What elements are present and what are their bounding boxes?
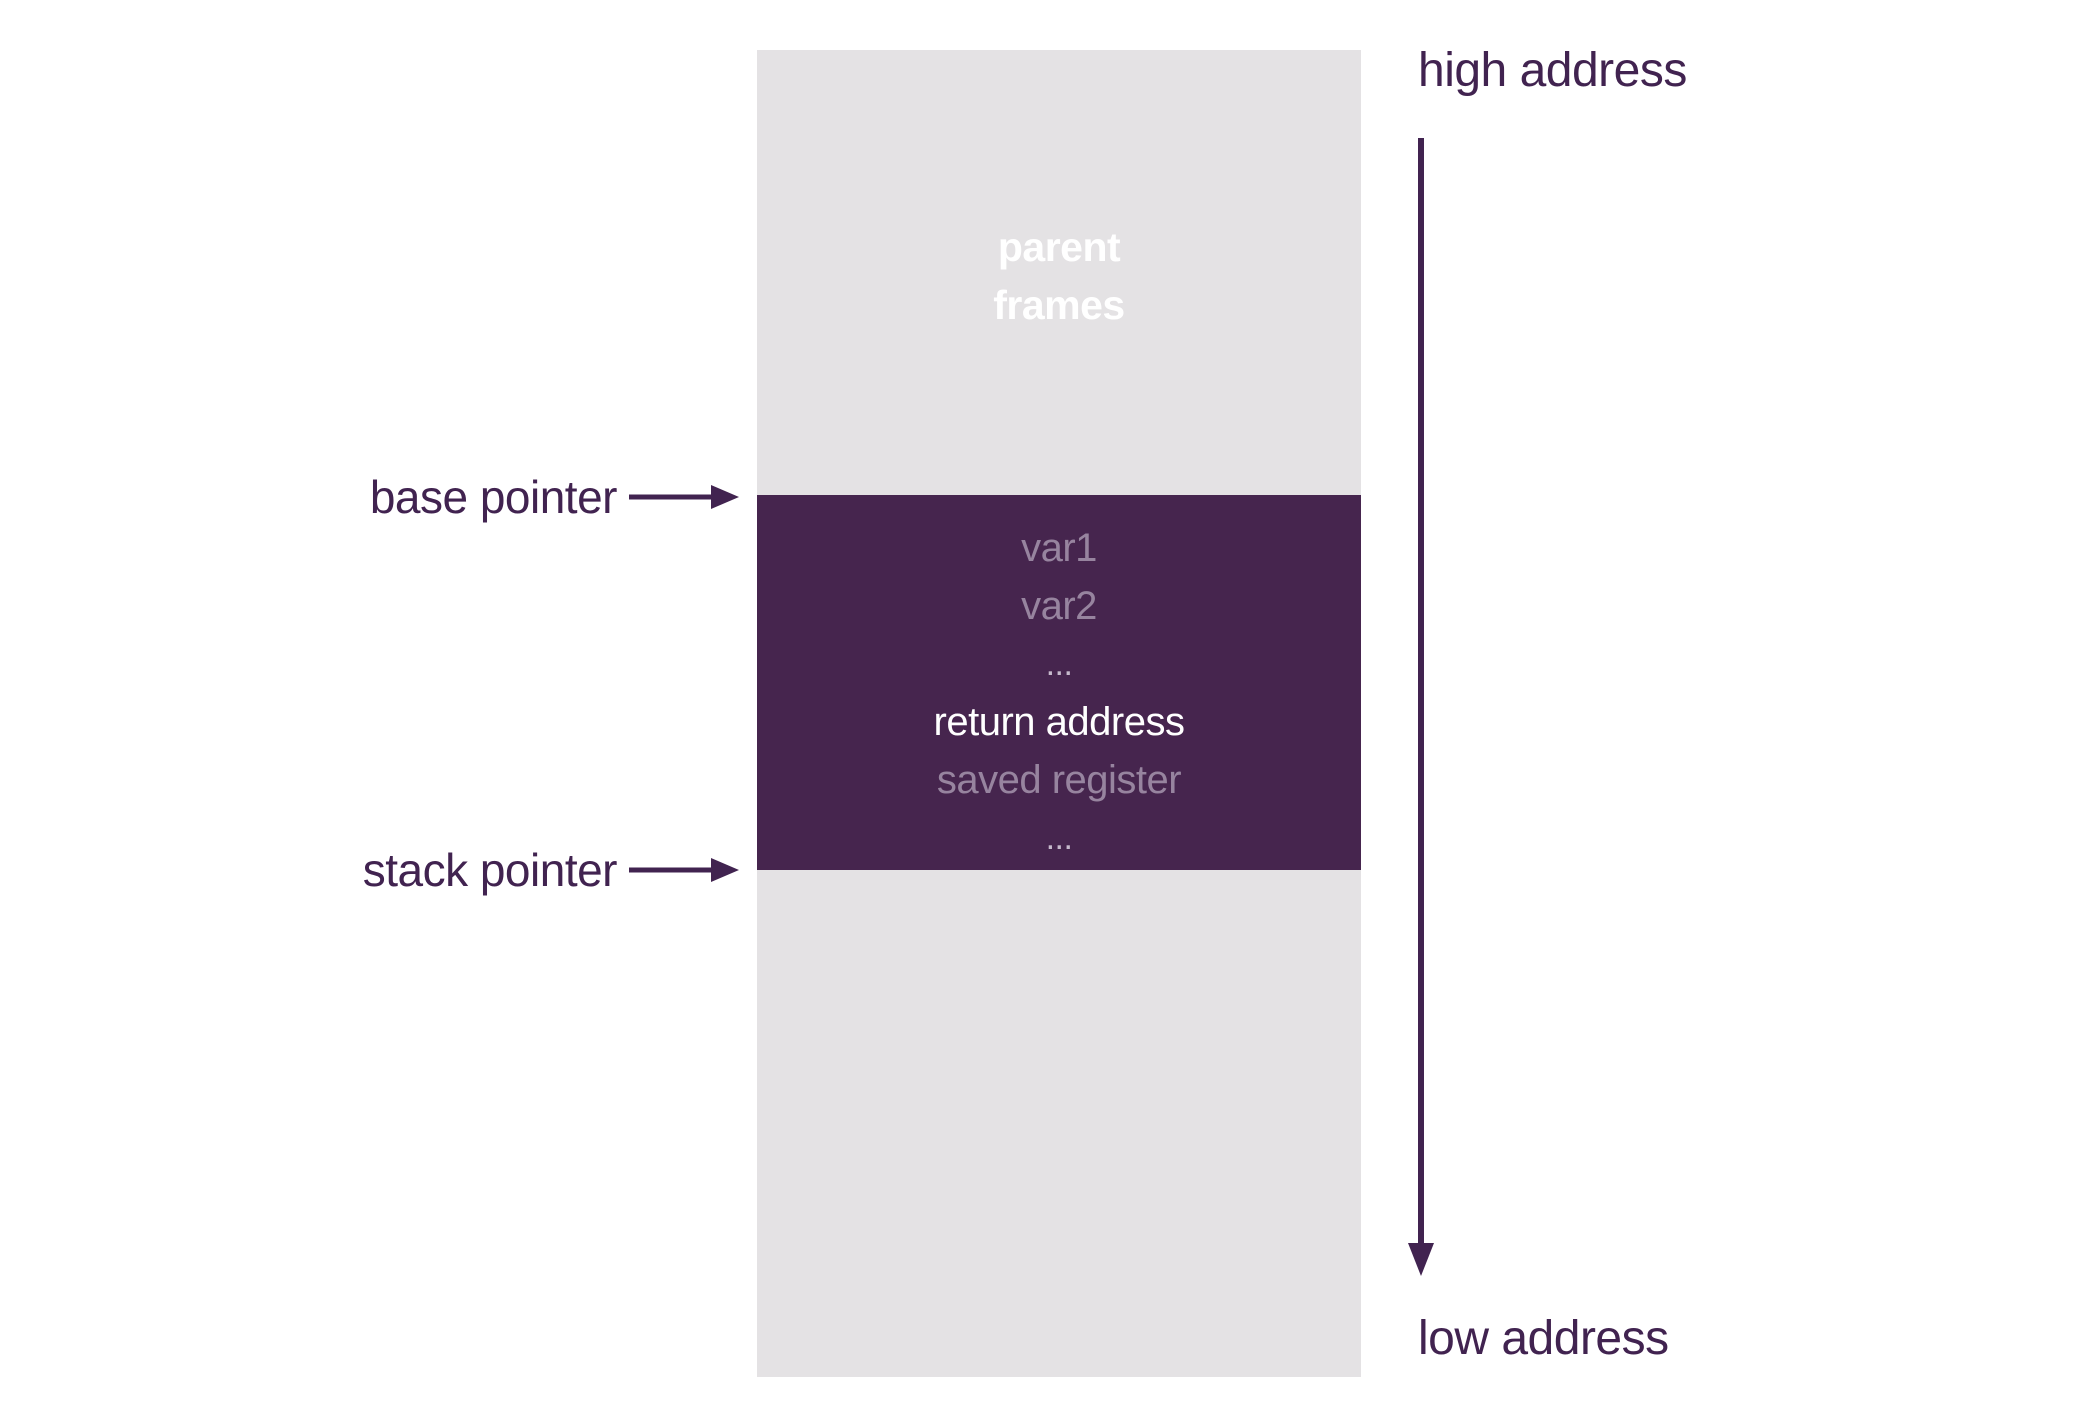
stack-pointer-label: stack pointer xyxy=(362,844,618,896)
frame-row-ellipsis-bottom: ... xyxy=(1045,819,1073,857)
frame-row-var1: var1 xyxy=(1021,526,1097,570)
base-pointer-label: base pointer xyxy=(369,471,618,523)
current-stack-frame: var1 var2 ... return address saved regis… xyxy=(757,495,1361,870)
frame-row-return-address: return address xyxy=(933,700,1185,744)
parent-frames-line2: frames xyxy=(993,282,1125,328)
address-axis-arrow-down-icon xyxy=(1408,138,1434,1276)
base-pointer-arrow-icon xyxy=(629,485,739,509)
low-address-label: low address xyxy=(1418,1312,1669,1365)
frame-row-var2: var2 xyxy=(1021,584,1097,628)
parent-frames-line1: parent xyxy=(997,224,1121,270)
frame-row-ellipsis-top: ... xyxy=(1045,645,1073,683)
high-address-label: high address xyxy=(1418,44,1687,97)
stack-pointer-arrow-icon xyxy=(629,858,739,882)
frame-row-saved-register: saved register xyxy=(936,758,1182,802)
parent-frames-label: parent frames xyxy=(757,218,1361,334)
